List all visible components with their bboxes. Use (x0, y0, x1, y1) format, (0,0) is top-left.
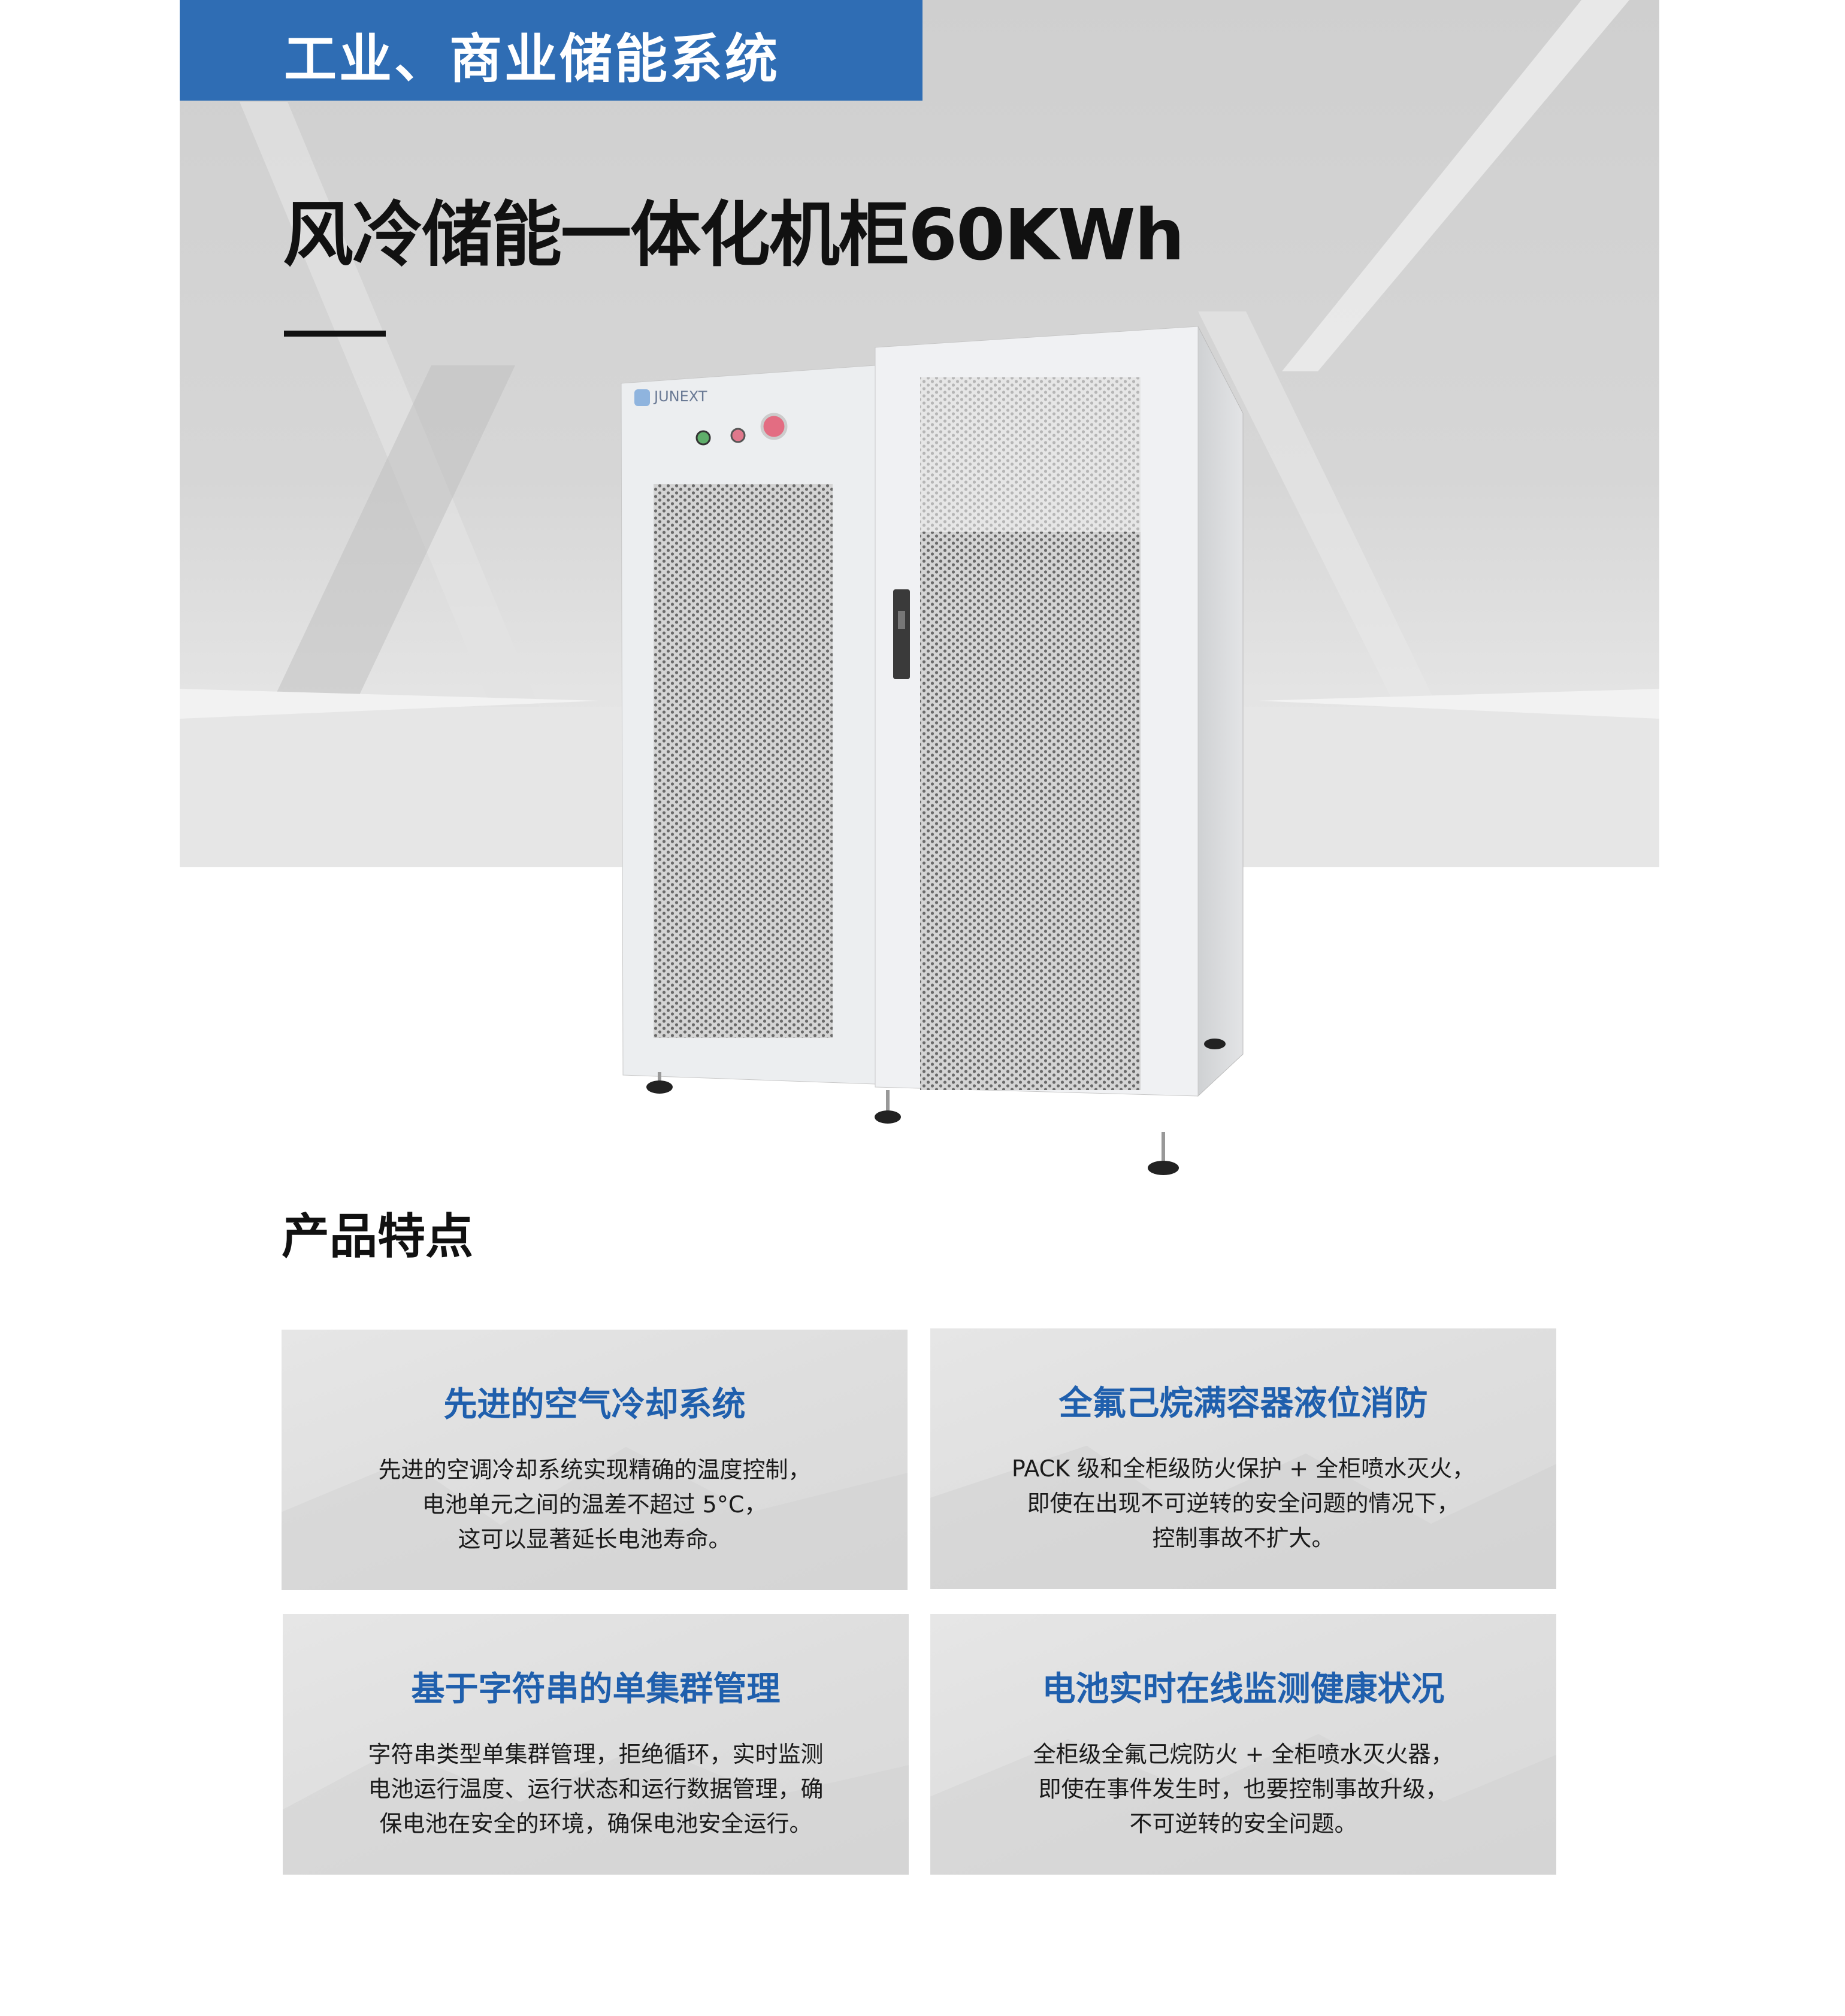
left-vent-grille (654, 484, 833, 1038)
cabinet-feet (646, 1039, 1226, 1175)
category-banner: 工业、商业储能系统 (180, 0, 922, 101)
feature-title: 先进的空气冷却系统 (443, 1385, 746, 1424)
hero-decoration (180, 0, 1659, 867)
feature-card-cluster-management: 基于字符串的单集群管理 字符串类型单集群管理，拒绝循环，实时监测电池运行温度、运… (283, 1614, 909, 1875)
feature-description: PACK 级和全柜级防火保护 + 全柜喷水灭火，即使在出现不可逆转的安全问题的情… (1011, 1455, 1475, 1551)
category-label: 工业、商业储能系统 (284, 28, 781, 90)
title-divider (284, 331, 386, 337)
green-indicator-button (695, 430, 711, 446)
features-heading: 产品特点 (282, 1209, 473, 1264)
feature-description: 先进的空调冷却系统实现精确的温度控制，电池单元之间的温差不超过 5°C，这可以显… (378, 1457, 811, 1552)
junext-logo: JUNEXT (634, 388, 707, 406)
product-title: 风冷储能一体化机柜60KWh (283, 193, 1185, 276)
feature-title: 基于字符串的单集群管理 (411, 1670, 781, 1709)
red-indicator-button (730, 428, 746, 443)
feature-description: 全柜级全氟己烷防火 + 全柜喷水灭火器，即使在事件发生时，也要控制事故升级，不可… (1033, 1741, 1454, 1837)
emergency-stop-button (760, 413, 788, 440)
feature-description: 字符串类型单集群管理，拒绝循环，实时监测电池运行温度、运行状态和运行数据管理，确… (368, 1741, 824, 1837)
feature-title: 电池实时在线监测健康状况 (1042, 1670, 1445, 1709)
feature-card-fire-protection: 全氟己烷满容器液位消防 PACK 级和全柜级防火保护 + 全柜喷水灭火，即使在出… (930, 1328, 1556, 1589)
feature-title: 全氟己烷满容器液位消防 (1058, 1384, 1428, 1423)
feature-card-health-monitoring: 电池实时在线监测健康状况 全柜级全氟己烷防火 + 全柜喷水灭火器，即使在事件发生… (930, 1614, 1556, 1875)
feature-card-air-cooling: 先进的空气冷却系统 先进的空调冷却系统实现精确的温度控制，电池单元之间的温差不超… (282, 1330, 908, 1590)
product-image-cabinet: JUNEXT (621, 326, 1244, 1175)
svg-text:JUNEXT: JUNEXT (653, 388, 707, 405)
door-handle (893, 589, 910, 679)
